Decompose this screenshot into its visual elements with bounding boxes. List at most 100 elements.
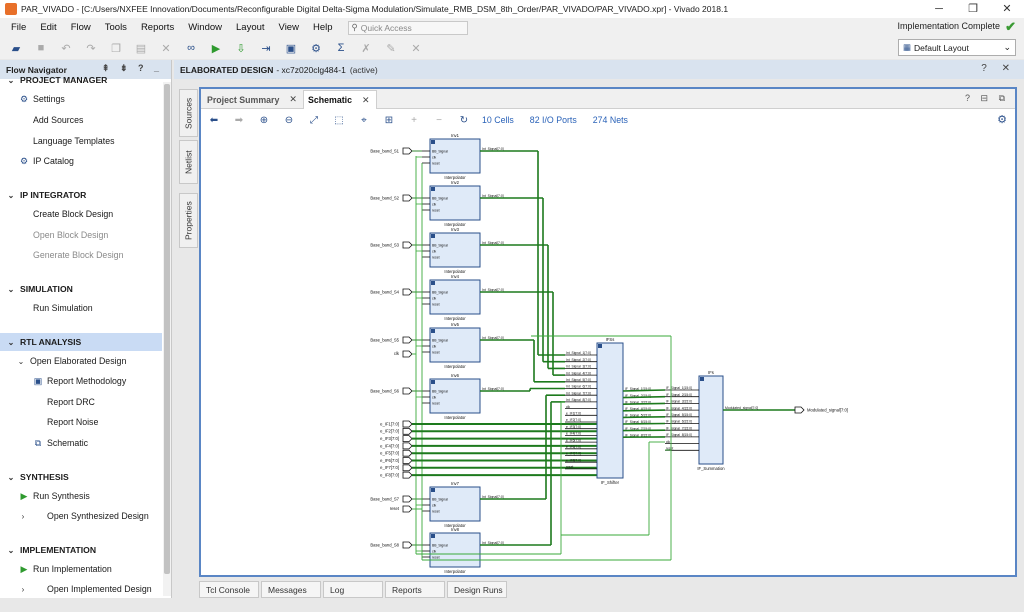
- report-icon[interactable]: ▣: [283, 40, 299, 56]
- pin-label[interactable]: e_IF2[7:0]: [566, 418, 581, 422]
- if-shifter-block[interactable]: [597, 343, 623, 478]
- shifter-instance-label[interactable]: IFSs: [606, 337, 615, 342]
- if-input-port-label[interactable]: e_IF1[7:0]: [380, 421, 399, 426]
- pin-label[interactable]: BB_Signal: [432, 149, 448, 153]
- clk-port[interactable]: [403, 351, 412, 357]
- disabled-tool-icon[interactable]: ✗: [358, 40, 374, 56]
- cell-icon[interactable]: [431, 281, 435, 285]
- cell-icon[interactable]: [700, 377, 704, 381]
- summation-instance-label[interactable]: IFs: [708, 370, 714, 375]
- close-button[interactable]: ✕: [990, 0, 1024, 18]
- zoom-area-icon[interactable]: ⬚: [332, 115, 346, 126]
- pin-label[interactable]: e_IF5[7:0]: [566, 438, 581, 442]
- pin-label[interactable]: reset: [432, 302, 440, 306]
- cell-icon[interactable]: [431, 380, 435, 384]
- pin-label[interactable]: e_IF4[7:0]: [566, 432, 581, 436]
- pin-label[interactable]: BB_Signal: [432, 338, 448, 342]
- interpolator-instance-label[interactable]: Inv6: [451, 373, 460, 378]
- close-icon[interactable]: ✕: [362, 95, 369, 106]
- cell-icon[interactable]: [431, 140, 435, 144]
- tab-tcl-console[interactable]: Tcl Console: [199, 581, 259, 598]
- input-port[interactable]: [403, 542, 412, 548]
- reset-port-label[interactable]: reset: [390, 506, 400, 511]
- cell-icon[interactable]: [431, 488, 435, 492]
- if-input-port[interactable]: [403, 428, 412, 434]
- menu-reports[interactable]: Reports: [134, 22, 181, 33]
- flow-nav-open-synthesized-design[interactable]: ›Open Synthesized Design: [0, 507, 162, 525]
- pin-label[interactable]: clk: [432, 296, 436, 300]
- pin-label[interactable]: IF_Signal_3[15:0]: [666, 400, 692, 404]
- menu-flow[interactable]: Flow: [64, 22, 98, 33]
- interpolator-block[interactable]: [430, 233, 480, 267]
- input-port-label[interactable]: Base_band_S3: [370, 242, 399, 247]
- copy-icon[interactable]: ❐: [108, 40, 124, 56]
- pin-label[interactable]: e_IF1[7:0]: [566, 412, 581, 416]
- input-port-label[interactable]: Base_band_S2: [370, 195, 399, 200]
- cell-icon[interactable]: [431, 534, 435, 538]
- interpolator-block[interactable]: [430, 379, 480, 413]
- if-input-port[interactable]: [403, 443, 412, 449]
- run-icon[interactable]: ▶: [208, 40, 224, 56]
- pin-label[interactable]: reset: [432, 208, 440, 212]
- pin-label[interactable]: clk: [432, 202, 436, 206]
- settings-gear-icon[interactable]: ⚙: [308, 40, 324, 56]
- flow-nav-project-manager[interactable]: ⌄PROJECT MANAGER: [0, 71, 162, 89]
- schematic-diagram[interactable]: Inv1BB_SignalclkresetInt_Signal[7:0]Inte…: [201, 130, 1015, 575]
- scrollbar-thumb[interactable]: [164, 84, 170, 574]
- chevron-down-icon[interactable]: ⌄: [6, 285, 16, 294]
- tab-window-icons[interactable]: ? ⊟ ⧉: [965, 93, 1009, 104]
- generate-bitstream-icon[interactable]: ⇥: [258, 40, 274, 56]
- flow-nav-run-synthesis[interactable]: ▶Run Synthesis: [0, 487, 162, 505]
- pin-label[interactable]: e_IF7[7:0]: [566, 452, 581, 456]
- chevron-down-icon[interactable]: ⌄: [6, 76, 16, 85]
- flow-nav-generate-block-design[interactable]: Generate Block Design: [0, 246, 162, 264]
- if-input-port[interactable]: [403, 465, 412, 471]
- interpolator-instance-label[interactable]: Inv4: [451, 274, 460, 279]
- pin-label[interactable]: Int_Signal_4[7:0]: [566, 371, 591, 375]
- pin-label[interactable]: Int_Signal_6[7:0]: [566, 385, 591, 389]
- flow-nav-implementation[interactable]: ⌄IMPLEMENTATION: [0, 541, 162, 559]
- pin-label[interactable]: reset: [432, 555, 440, 559]
- pin-label[interactable]: BB_Signal: [432, 243, 448, 247]
- binoculars-icon[interactable]: ∞: [183, 40, 199, 56]
- gear-icon[interactable]: ⚙: [997, 113, 1007, 126]
- shifter-cell-label[interactable]: IF_Shifter: [601, 480, 620, 485]
- interpolator-instance-label[interactable]: Inv2: [451, 180, 460, 185]
- io-ports-count-link[interactable]: 82 I/O Ports: [530, 115, 577, 125]
- flow-nav-settings[interactable]: ⚙Settings: [0, 90, 162, 108]
- tab-messages[interactable]: Messages: [261, 581, 321, 598]
- pin-label[interactable]: clk: [432, 155, 436, 159]
- layout-select[interactable]: ▦ Default Layout ⌄: [898, 39, 1016, 56]
- interpolator-instance-label[interactable]: Inv5: [451, 322, 460, 327]
- if-input-port[interactable]: [403, 421, 412, 427]
- pin-label[interactable]: e_IF6[7:0]: [566, 445, 581, 449]
- if-signal-wire[interactable]: [623, 417, 665, 418]
- interpolator-block[interactable]: [430, 533, 480, 567]
- flow-navigator-scrollbar[interactable]: [163, 82, 171, 596]
- interpolator-block[interactable]: [430, 139, 480, 173]
- if-input-port-label[interactable]: e_IF3[7:0]: [380, 436, 399, 441]
- if-input-port[interactable]: [403, 472, 412, 478]
- input-port[interactable]: [403, 289, 412, 295]
- menu-tools[interactable]: Tools: [98, 22, 134, 33]
- pin-label[interactable]: clk: [432, 249, 436, 253]
- pin-label[interactable]: clk: [566, 405, 570, 409]
- interpolator-cell-label[interactable]: Interpolator: [444, 316, 466, 321]
- if-input-port-label[interactable]: e_IF7[7:0]: [380, 465, 399, 470]
- input-port[interactable]: [403, 337, 412, 343]
- flow-nav-language-templates[interactable]: Language Templates: [0, 132, 162, 150]
- interpolator-cell-label[interactable]: Interpolator: [444, 364, 466, 369]
- nets-count-link[interactable]: 274 Nets: [593, 115, 628, 125]
- pin-label[interactable]: Int_Signal_8[7:0]: [566, 398, 591, 402]
- back-arrow-icon[interactable]: ⬅: [207, 115, 221, 126]
- if-signal-wire[interactable]: [623, 410, 665, 411]
- delete-icon[interactable]: ✕: [158, 40, 174, 56]
- flow-nav-ip-integrator[interactable]: ⌄IP INTEGRATOR: [0, 186, 162, 204]
- program-download-icon[interactable]: ⇩: [233, 40, 249, 56]
- interpolator-block[interactable]: [430, 186, 480, 220]
- flow-nav-open-implemented-design[interactable]: ›Open Implemented Design: [0, 580, 162, 598]
- zoom-out-icon[interactable]: ⊖: [282, 115, 296, 126]
- pin-label[interactable]: BB_Signal: [432, 389, 448, 393]
- pin-label[interactable]: e_IF8[7:0]: [566, 458, 581, 462]
- interpolator-block[interactable]: [430, 487, 480, 521]
